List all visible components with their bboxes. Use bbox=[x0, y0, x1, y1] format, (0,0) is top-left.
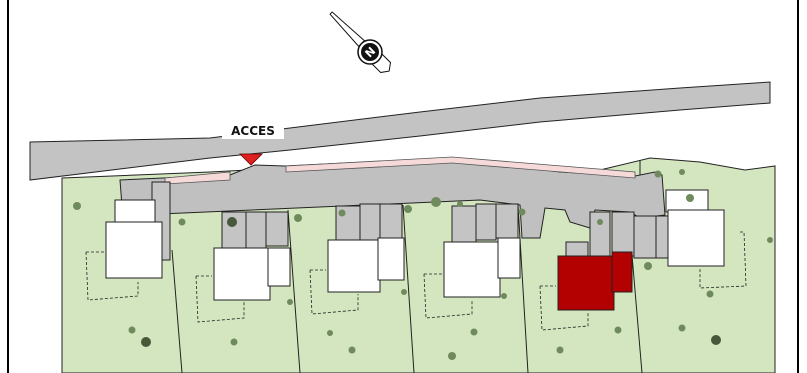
house-1 bbox=[105, 221, 163, 279]
garage-6a bbox=[633, 215, 657, 259]
tree-icon bbox=[73, 202, 81, 210]
tree-icon bbox=[686, 194, 694, 202]
tree-icon bbox=[287, 299, 293, 305]
walkway-right bbox=[285, 156, 636, 179]
tree-icon bbox=[518, 208, 526, 216]
tree-icon bbox=[404, 205, 412, 213]
house-6-annex bbox=[665, 189, 709, 213]
tree-icon bbox=[457, 201, 463, 207]
north-arrow-icon bbox=[329, 11, 392, 74]
house-6 bbox=[667, 209, 725, 267]
house-4 bbox=[443, 241, 501, 298]
access-label-box bbox=[222, 122, 284, 139]
tree-icon bbox=[501, 293, 507, 299]
access-label-text: ACCES bbox=[231, 124, 275, 138]
tree-icon bbox=[294, 214, 302, 222]
tree-icon bbox=[178, 218, 186, 226]
project-house bbox=[557, 255, 615, 311]
garage-3c bbox=[379, 203, 403, 239]
garage-4b bbox=[475, 203, 497, 241]
setback-outlines bbox=[85, 231, 747, 331]
tree-icon bbox=[767, 237, 773, 243]
garage-2c bbox=[265, 211, 289, 247]
tree-icon bbox=[338, 209, 346, 217]
access-label: ACCES bbox=[222, 122, 284, 166]
garage-4c bbox=[495, 203, 519, 239]
access-marker-icon bbox=[239, 153, 263, 166]
parcel-line-5 bbox=[631, 254, 643, 373]
north-arrow-disc bbox=[361, 43, 379, 61]
tree-icon bbox=[348, 346, 356, 354]
houses bbox=[105, 189, 725, 311]
tree-icon bbox=[470, 328, 478, 336]
setback-6 bbox=[699, 231, 747, 289]
tree-icon bbox=[678, 324, 686, 332]
tree-icon bbox=[614, 326, 622, 334]
house-3 bbox=[327, 239, 381, 293]
garage-4a bbox=[451, 205, 477, 245]
tree-icon bbox=[141, 337, 151, 347]
garage-5c bbox=[611, 211, 635, 257]
main-road bbox=[29, 81, 771, 181]
garage-5b bbox=[589, 211, 611, 257]
setback-3 bbox=[309, 269, 359, 315]
setback-1 bbox=[85, 251, 139, 301]
setback-5 bbox=[539, 285, 589, 331]
tree-icon bbox=[448, 352, 456, 360]
house-3-annex bbox=[377, 237, 405, 281]
setback-2 bbox=[195, 275, 245, 323]
tree-icon bbox=[128, 326, 136, 334]
parcel-line-1 bbox=[171, 249, 183, 373]
tree-icon bbox=[327, 330, 333, 336]
setback-4 bbox=[423, 273, 473, 319]
house-2-annex bbox=[267, 247, 291, 287]
north-arrow-needle bbox=[329, 11, 366, 48]
tree-icon bbox=[711, 335, 721, 345]
house-1-annex bbox=[114, 199, 156, 225]
project-house-annex bbox=[611, 251, 633, 293]
tree-icon bbox=[556, 346, 564, 354]
tree-icon bbox=[230, 338, 238, 346]
house-2 bbox=[213, 247, 271, 301]
tree-icon bbox=[654, 170, 662, 178]
interior-drive bbox=[119, 156, 666, 239]
tree-icon bbox=[679, 169, 685, 175]
house-4-annex bbox=[497, 237, 521, 279]
tree-icon bbox=[431, 197, 441, 207]
tree-icon bbox=[401, 289, 407, 295]
tree-icon bbox=[644, 262, 652, 270]
garage-3b bbox=[359, 203, 381, 241]
garages bbox=[151, 181, 671, 261]
trees bbox=[73, 169, 773, 360]
tree-icon bbox=[227, 217, 237, 227]
garage-2b bbox=[245, 211, 267, 249]
tree-icon bbox=[597, 219, 603, 225]
parcel-line-2 bbox=[287, 209, 301, 373]
parcel-line-4 bbox=[517, 204, 529, 373]
parcel-line-3 bbox=[402, 204, 415, 373]
tree-icon bbox=[706, 290, 714, 298]
